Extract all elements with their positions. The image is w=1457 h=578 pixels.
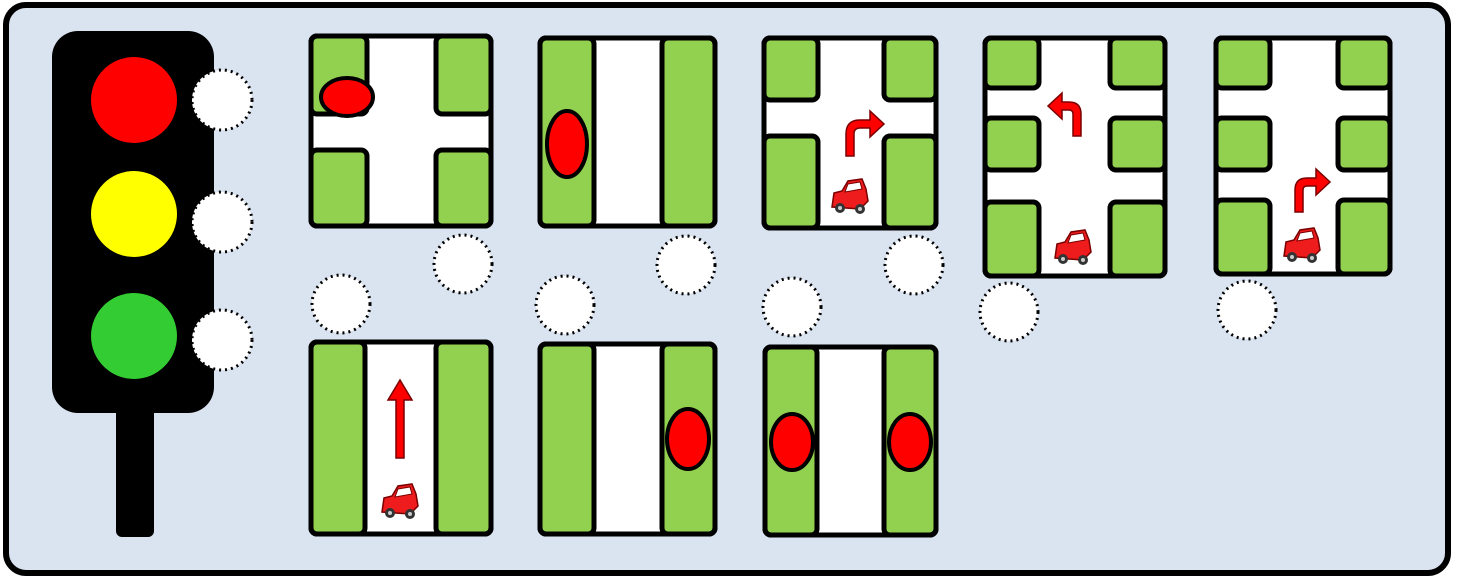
answer-slot-red[interactable] [192, 70, 252, 130]
answer-slot-green[interactable] [192, 310, 252, 370]
answer-slot[interactable] [885, 236, 943, 294]
red-lamp [91, 57, 177, 143]
traffic-light-pole [116, 405, 154, 537]
pedestrian-marker-left [771, 414, 813, 470]
pedestrian-marker [667, 409, 709, 469]
green-lamp [91, 293, 177, 379]
scene-street-pedestrians-both [765, 347, 936, 535]
answer-slot[interactable] [980, 283, 1038, 341]
answer-slot-scene-6[interactable] [312, 275, 370, 333]
scene-street-car-straight [311, 342, 491, 534]
answer-slot-scene-7[interactable] [536, 276, 594, 334]
pedestrian-marker [321, 78, 373, 116]
answer-slot-yellow[interactable] [192, 192, 252, 252]
answer-slot-scene-1[interactable] [434, 235, 492, 293]
answer-slot-scene-2[interactable] [657, 236, 715, 294]
yellow-lamp [91, 171, 177, 257]
answer-slot[interactable] [1218, 281, 1276, 339]
pedestrian-marker-right [889, 414, 931, 470]
scene-crossroads-pedestrian-top-left [311, 36, 491, 226]
scene-street-pedestrian-right [540, 344, 715, 534]
answer-slot-scene-8[interactable] [763, 278, 821, 336]
pedestrian-marker [547, 111, 587, 177]
scene-street-pedestrian-left [540, 38, 715, 226]
